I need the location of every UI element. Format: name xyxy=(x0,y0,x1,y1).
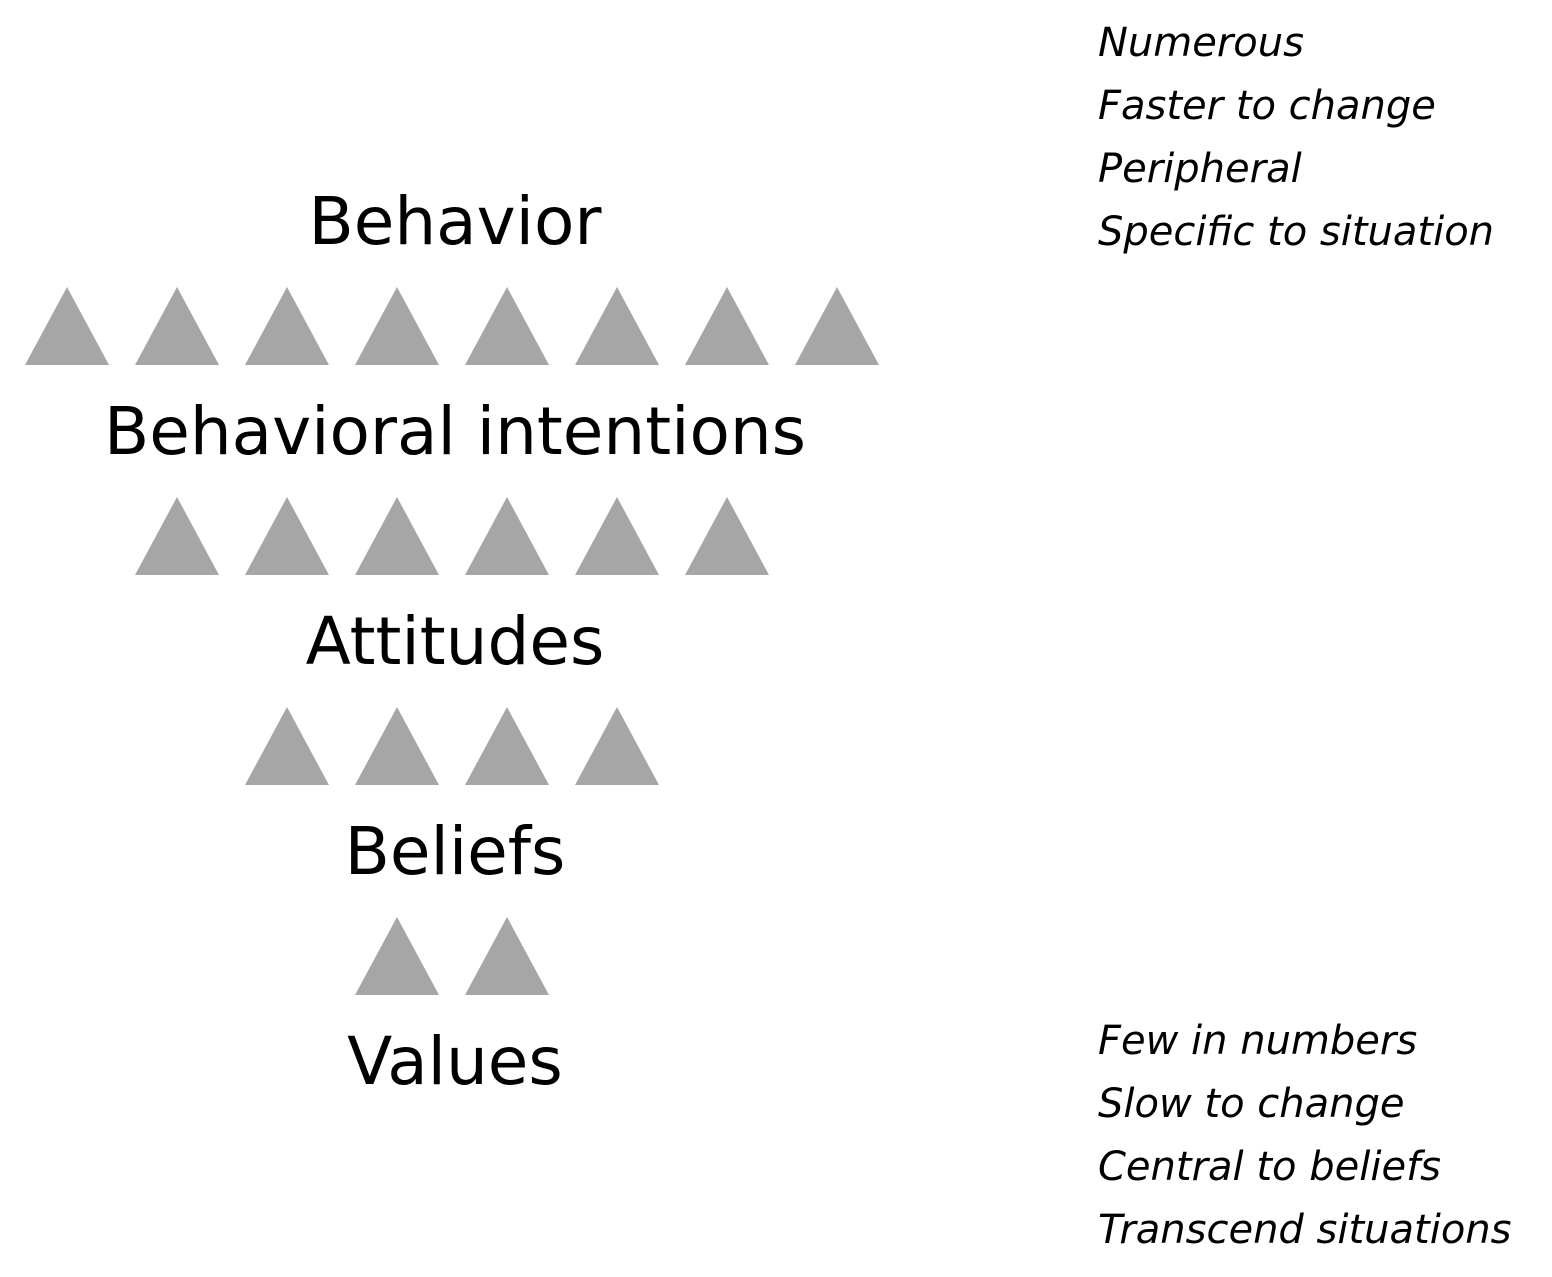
triangle-arrow-icon xyxy=(465,917,549,995)
triangle-arrow-icon xyxy=(135,497,219,575)
triangle-arrow-icon xyxy=(245,497,329,575)
top-note: Faster to change xyxy=(1098,83,1436,129)
triangle-arrow-icon xyxy=(465,497,549,575)
level-label-behavior: Behavior xyxy=(308,183,602,260)
triangle-arrow-icon xyxy=(355,497,439,575)
top-note: Numerous xyxy=(1098,20,1304,66)
bottom-note: Transcend situations xyxy=(1098,1207,1512,1253)
triangle-arrow-icon xyxy=(355,287,439,365)
bottom-note: Few in numbers xyxy=(1098,1018,1418,1064)
top-note: Peripheral xyxy=(1098,146,1302,192)
bottom-note: Slow to change xyxy=(1098,1081,1405,1127)
level-label-attitudes: Attitudes xyxy=(305,603,605,680)
triangle-arrow-icon xyxy=(465,707,549,785)
triangle-arrow-icon xyxy=(685,287,769,365)
level-label-behavioral-intentions: Behavioral intentions xyxy=(103,393,807,470)
level-label-values: Values xyxy=(347,1023,563,1100)
triangle-arrow-icon xyxy=(575,707,659,785)
triangle-arrow-icon xyxy=(245,707,329,785)
triangle-arrow-icon xyxy=(355,917,439,995)
triangle-arrow-icon xyxy=(685,497,769,575)
top-notes: Numerous Faster to change Peripheral Spe… xyxy=(1098,12,1494,264)
bottom-notes: Few in numbers Slow to change Central to… xyxy=(1098,1010,1512,1262)
triangle-arrow-icon xyxy=(575,497,659,575)
top-note: Specific to situation xyxy=(1098,209,1495,255)
triangle-arrow-icon xyxy=(245,287,329,365)
triangle-arrow-icon xyxy=(465,287,549,365)
level-label-beliefs: Beliefs xyxy=(344,813,566,890)
triangle-arrow-icon xyxy=(135,287,219,365)
triangle-arrow-icon xyxy=(795,287,879,365)
triangle-arrow-icon xyxy=(355,707,439,785)
triangle-arrow-icon xyxy=(575,287,659,365)
triangle-rows xyxy=(25,287,879,995)
bottom-note: Central to beliefs xyxy=(1098,1144,1441,1190)
triangle-arrow-icon xyxy=(25,287,109,365)
